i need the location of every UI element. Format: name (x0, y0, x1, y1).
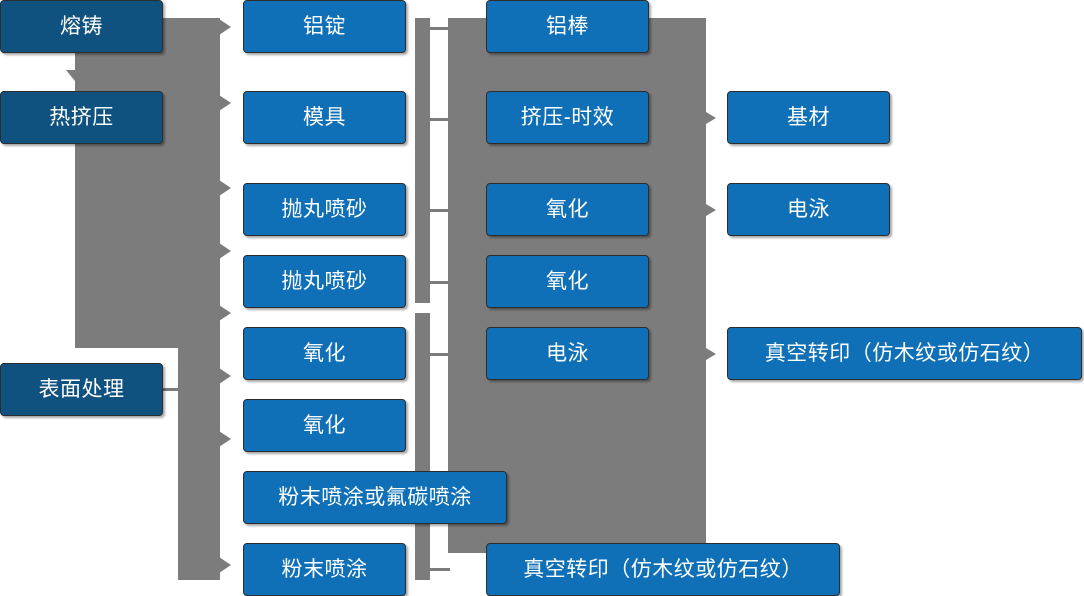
product-node-1[interactable]: 基材 (727, 91, 890, 144)
process-node-4-label: 抛丸喷砂 (281, 269, 368, 293)
treatment-node-6-label: 真空转印（仿木纹或仿石纹） (523, 557, 803, 581)
process-node-4[interactable]: 抛丸喷砂 (243, 255, 406, 308)
treatment-node-3-label: 氧化 (546, 197, 589, 221)
arrow-stage-to-proc-1 (219, 19, 231, 35)
grey-band-stage-upper-fill (75, 18, 220, 348)
product-node-3-label: 真空转印（仿木纹或仿石纹） (764, 341, 1045, 365)
process-node-7[interactable]: 粉末喷涂或氟碳喷涂 (243, 471, 507, 524)
treatment-node-1[interactable]: 铝棒 (486, 0, 649, 53)
treatment-node-3[interactable]: 氧化 (486, 183, 649, 236)
treatment-node-6[interactable]: 真空转印（仿木纹或仿石纹） (486, 543, 840, 596)
process-node-6-label: 氧化 (303, 413, 346, 437)
product-node-2-label: 电泳 (787, 197, 830, 221)
process-node-8-label: 粉末喷涂 (281, 557, 368, 581)
arrow-stage-to-proc-3 (219, 180, 231, 196)
grey-bar-process-spine (415, 18, 430, 303)
tie-line-2 (430, 118, 450, 121)
stage-node-2[interactable]: 热挤压 (0, 91, 163, 144)
arrow-stage-to-proc-6 (219, 368, 231, 384)
treatment-node-2[interactable]: 挤压-时效 (486, 91, 649, 144)
tie-line-5 (430, 353, 450, 356)
stage-3-stub-line (163, 388, 185, 391)
arrow-down-smelt-to-extrude (66, 70, 84, 81)
product-node-2[interactable]: 电泳 (727, 183, 890, 236)
product-node-3[interactable]: 真空转印（仿木纹或仿石纹） (727, 327, 1082, 380)
grey-bar-process-spine-lower (415, 313, 430, 580)
treatment-node-2-label: 挤压-时效 (520, 105, 615, 129)
process-node-8[interactable]: 粉末喷涂 (243, 543, 406, 596)
process-node-3-label: 抛丸喷砂 (281, 197, 368, 221)
arrow-stage-to-proc-2 (219, 95, 231, 111)
process-node-7-label: 粉末喷涂或氟碳喷涂 (278, 485, 472, 509)
treatment-node-5-label: 电泳 (546, 341, 589, 365)
treatment-node-5[interactable]: 电泳 (486, 327, 649, 380)
process-node-6[interactable]: 氧化 (243, 399, 406, 452)
stage-node-1-label: 熔铸 (60, 14, 103, 38)
stage-node-3[interactable]: 表面处理 (0, 363, 163, 416)
treatment-node-1-label: 铝棒 (546, 14, 589, 38)
process-node-5[interactable]: 氧化 (243, 327, 406, 380)
stage-node-2-label: 热挤压 (49, 105, 114, 129)
tie-line-1 (430, 27, 450, 30)
stage-node-1[interactable]: 熔铸 (0, 0, 163, 53)
arrow-stage-to-proc-4 (219, 243, 231, 259)
stage-node-3-label: 表面处理 (38, 377, 125, 401)
process-node-2-label: 模具 (303, 105, 346, 129)
arrow-stage-to-proc-8 (219, 557, 231, 573)
arrow-stage-to-proc-5 (219, 305, 231, 321)
process-node-1[interactable]: 铝锭 (243, 0, 406, 53)
process-node-1-label: 铝锭 (303, 14, 346, 38)
treatment-node-4-label: 氧化 (546, 269, 589, 293)
process-node-3[interactable]: 抛丸喷砂 (243, 183, 406, 236)
product-node-1-label: 基材 (787, 105, 830, 129)
tie-line-6 (430, 568, 450, 571)
process-node-2[interactable]: 模具 (243, 91, 406, 144)
lead-line-product-1 (700, 117, 712, 120)
tie-line-4 (430, 281, 450, 284)
arrow-stage-to-proc-7 (219, 431, 231, 447)
lead-line-product-3 (700, 353, 712, 356)
lead-line-product-2 (700, 209, 712, 212)
treatment-node-4[interactable]: 氧化 (486, 255, 649, 308)
process-node-5-label: 氧化 (303, 341, 346, 365)
tie-line-3 (430, 209, 450, 212)
